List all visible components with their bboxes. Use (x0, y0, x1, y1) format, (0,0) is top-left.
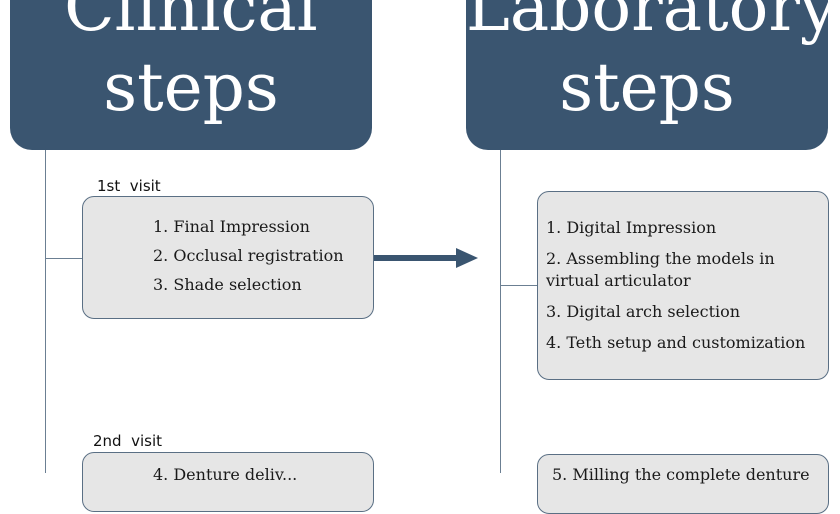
list-item: 4. Denture deliv... (153, 465, 298, 484)
right-arrow-icon (374, 248, 478, 268)
visit2-laboratory-box: 5. Milling the complete denture (537, 454, 829, 514)
clinical-spine-line (45, 150, 46, 473)
visit1-laboratory-box: 1. Digital Impression 2. Assembling the … (537, 191, 829, 380)
clinical-title-line2: steps (103, 49, 279, 126)
visit1-label: 1st visit (97, 177, 161, 195)
list-item: 5. Milling the complete denture (552, 465, 810, 484)
visit2-clinical-box: 4. Denture deliv... (82, 452, 374, 512)
list-item: 2. Occlusal registration (153, 246, 344, 265)
laboratory-steps-header: Laboratory steps (466, 0, 838, 150)
laboratory-spine-line (500, 150, 501, 473)
laboratory-title-line2: steps (559, 49, 735, 126)
laboratory-title-line1: Laboratory (466, 0, 838, 46)
laboratory-visit1-connector (500, 285, 537, 286)
visit1-clinical-box: 1. Final Impression 2. Occlusal registra… (82, 196, 374, 319)
list-item: 2. Assembling the models in virtual arti… (546, 249, 775, 290)
list-item: 4. Teth setup and customization (546, 333, 806, 352)
clinical-title-line1: Clinical (64, 0, 318, 46)
list-item: 1. Digital Impression (546, 218, 717, 237)
list-item: 3. Digital arch selection (546, 302, 741, 321)
list-item: 3. Shade selection (153, 275, 302, 294)
clinical-visit1-connector (45, 258, 82, 259)
visit2-label: 2nd visit (93, 432, 163, 450)
clinical-steps-header: Clinical steps (10, 0, 372, 150)
list-item: 1. Final Impression (153, 217, 310, 236)
